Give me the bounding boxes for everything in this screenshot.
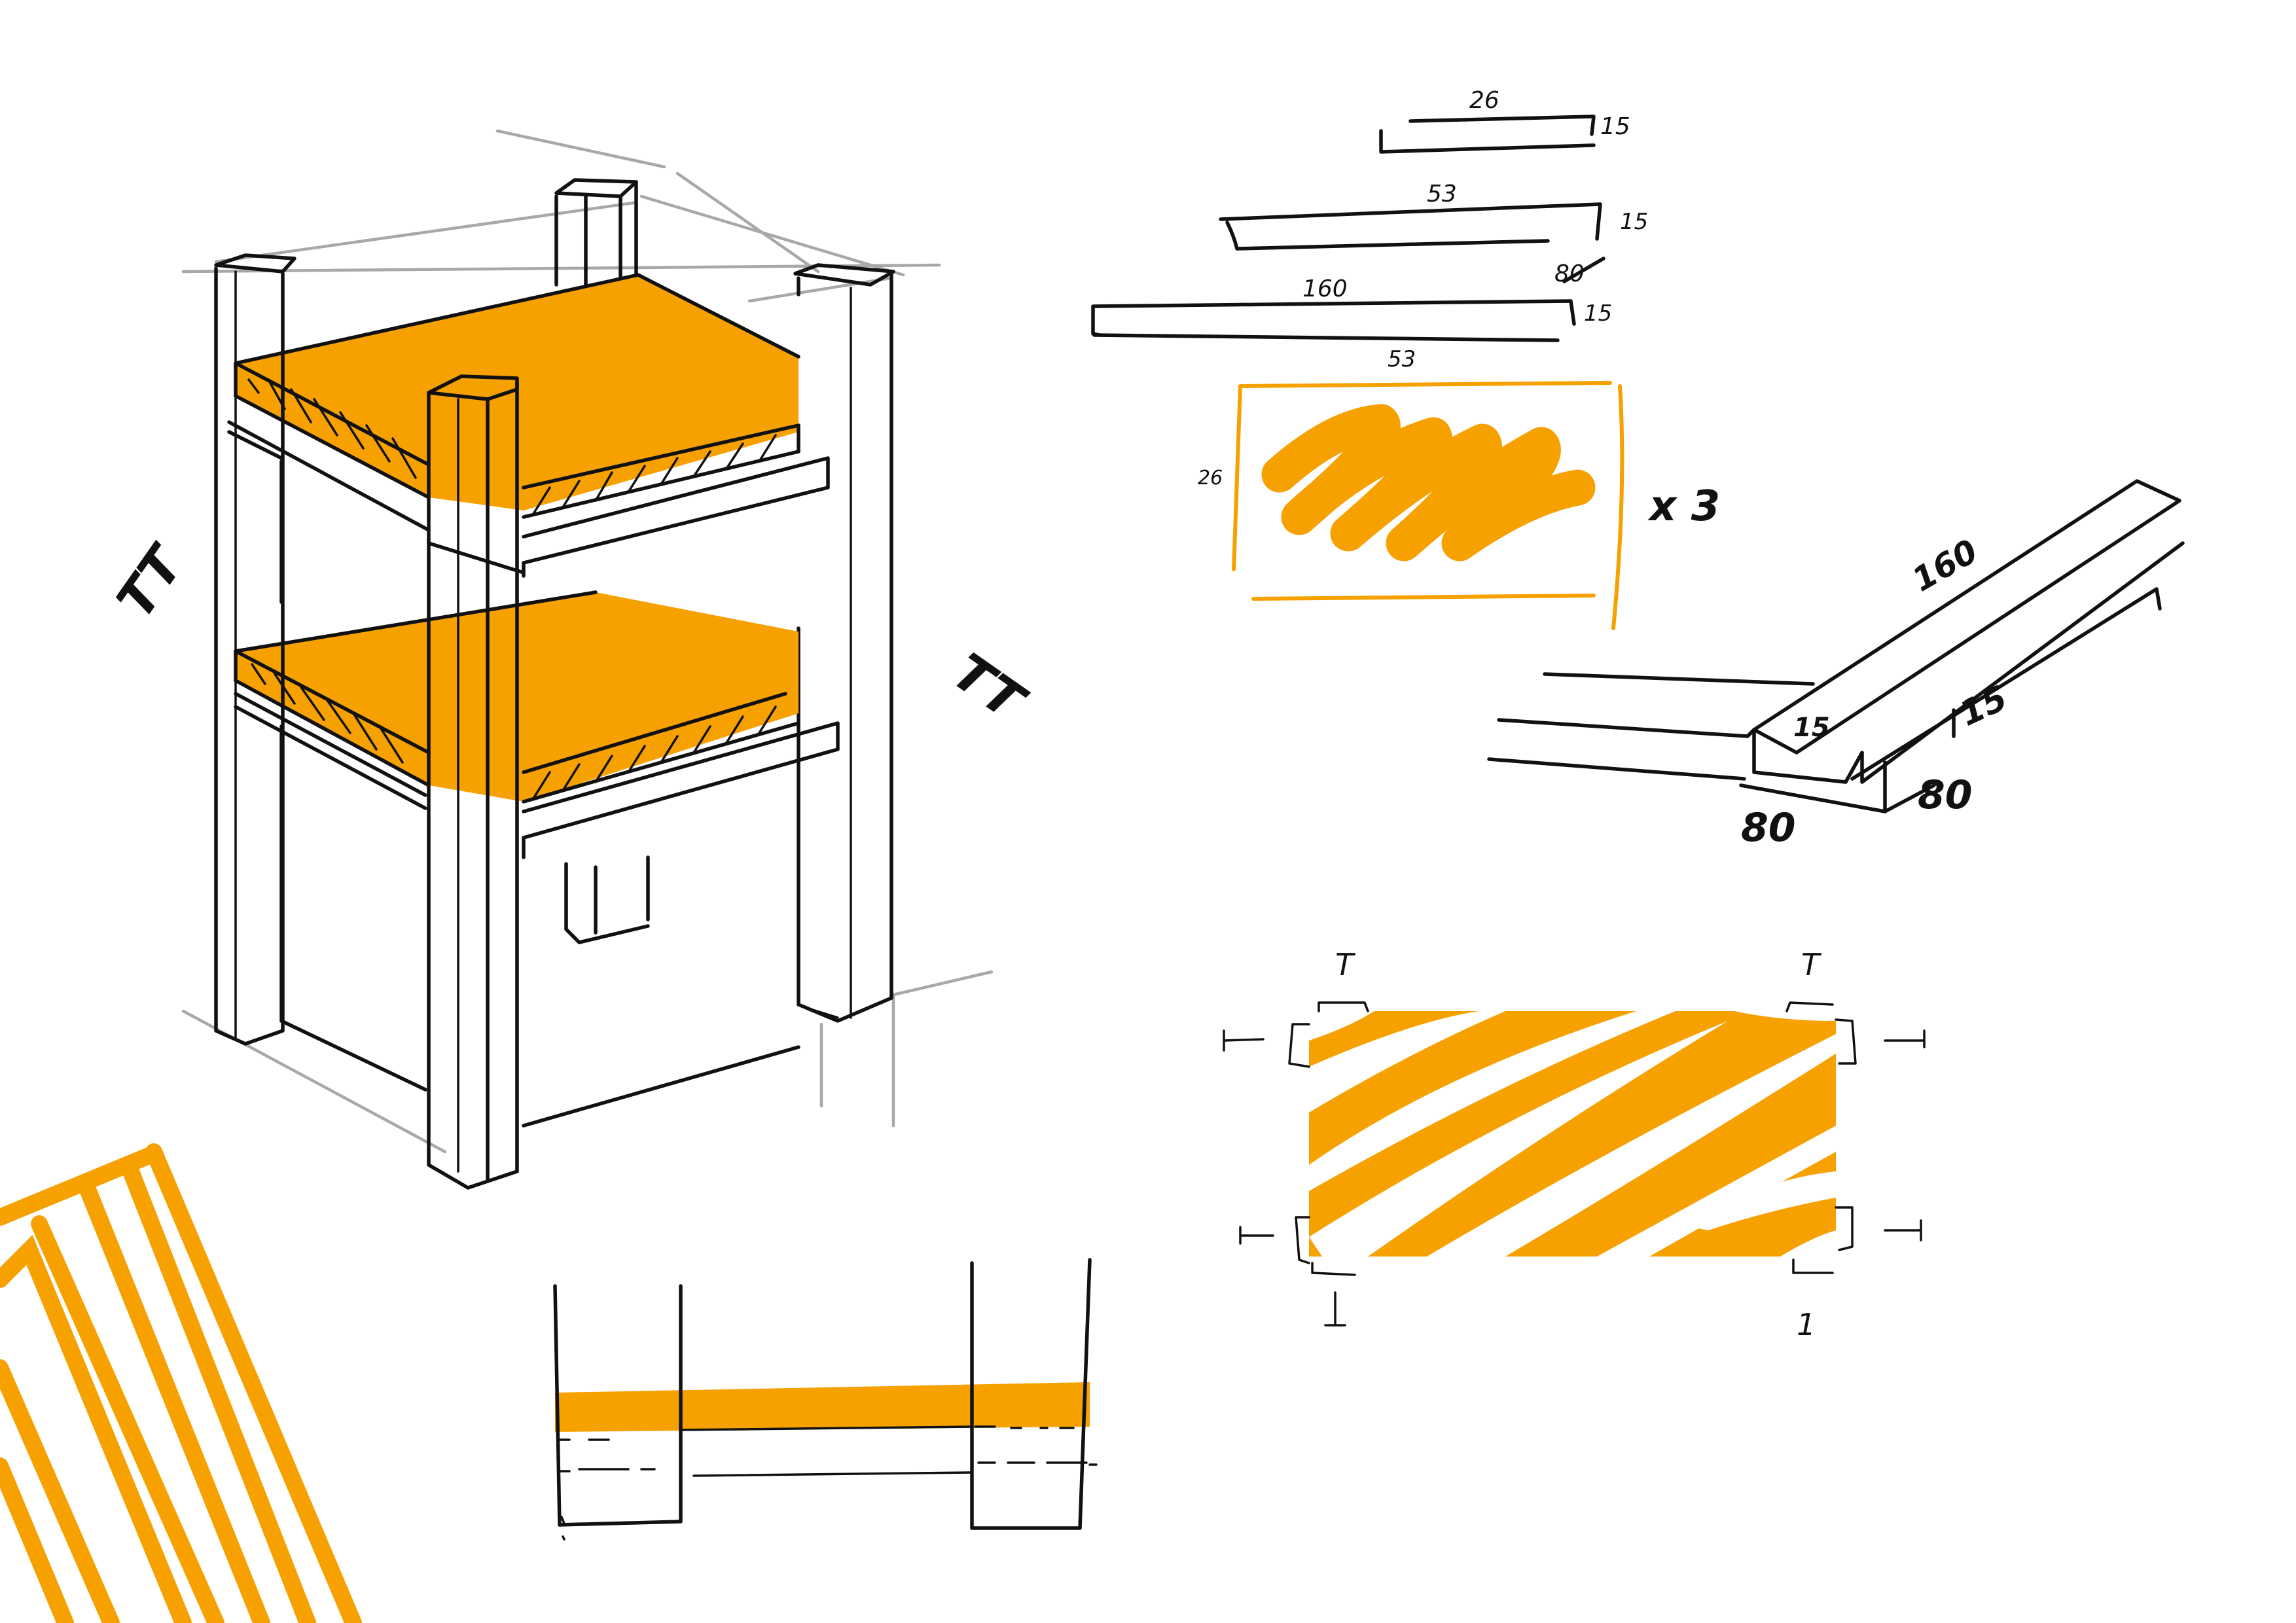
- corner-brackets: [1288, 1001, 1857, 1276]
- bottom-mark-right: 1: [1797, 1307, 1816, 1342]
- board-cut-list: 26 15 53 15 160 80 15 53 26 x 3: [1091, 87, 1720, 630]
- lower-shelf-hatching: [251, 663, 777, 800]
- top-view-marks: T T 1: [1223, 947, 1926, 1342]
- lower-support-block: [564, 855, 650, 944]
- side-label-left: TT: [106, 534, 197, 629]
- side-mark-top-left: [1223, 1029, 1265, 1052]
- bottom-mark-left: [1324, 1291, 1346, 1327]
- board-26: 26 15: [1379, 87, 1630, 154]
- side-mark-bottom-right: [1884, 1219, 1922, 1241]
- shelf-panel: 53 26 x 3: [1198, 346, 1720, 630]
- board-160-width: 80: [1554, 260, 1585, 287]
- back-leg-center: [554, 178, 638, 287]
- board-26-length: 26: [1469, 87, 1499, 114]
- beam-detail: 160 15 15 80 80: [1487, 479, 2185, 851]
- shelf-top-view: T T 1: [1223, 947, 1926, 1342]
- shelf-panel-depth: 26: [1198, 467, 1223, 490]
- beam-slot: 15: [1793, 713, 1830, 743]
- beam-width-side: 80: [1918, 772, 1973, 818]
- board-53: 53 15: [1219, 181, 1648, 251]
- side-mark-bottom-left: [1239, 1226, 1274, 1245]
- board-160: 160 80 15: [1091, 257, 1612, 342]
- side-label-right: TT: [942, 643, 1037, 734]
- side-mark-top-right: [1884, 1029, 1926, 1048]
- beam-thickness: 15: [1954, 679, 2013, 734]
- shelf-panel-scribble: [1261, 404, 1596, 562]
- top-mark-left: T: [1335, 947, 1356, 982]
- front-center-leg: [427, 374, 519, 1190]
- board-160-length: 160: [1302, 276, 1348, 302]
- shelf-top-wood-grain: [1309, 1011, 1836, 1257]
- side-section-detail: [553, 1258, 1098, 1541]
- shelf-panel-quantity: x 3: [1647, 482, 1720, 531]
- board-53-thickness: 15: [1620, 209, 1648, 235]
- upper-shelf-hatching: [247, 378, 777, 515]
- board-160-thickness: 15: [1584, 300, 1612, 327]
- decorative-stripes: [0, 1143, 362, 1623]
- board-53-length: 53: [1427, 181, 1457, 207]
- upper-rails: [227, 420, 830, 604]
- back-right-leg: [793, 263, 895, 1023]
- shelf-panel-width: 53: [1388, 346, 1416, 372]
- beam-width-front: 80: [1741, 805, 1796, 851]
- board-26-thickness: 15: [1600, 113, 1630, 140]
- front-left-leg: [214, 253, 296, 1046]
- top-mark-right: T: [1801, 947, 1822, 982]
- isometric-shelf-unit: TT TT: [106, 129, 1037, 1190]
